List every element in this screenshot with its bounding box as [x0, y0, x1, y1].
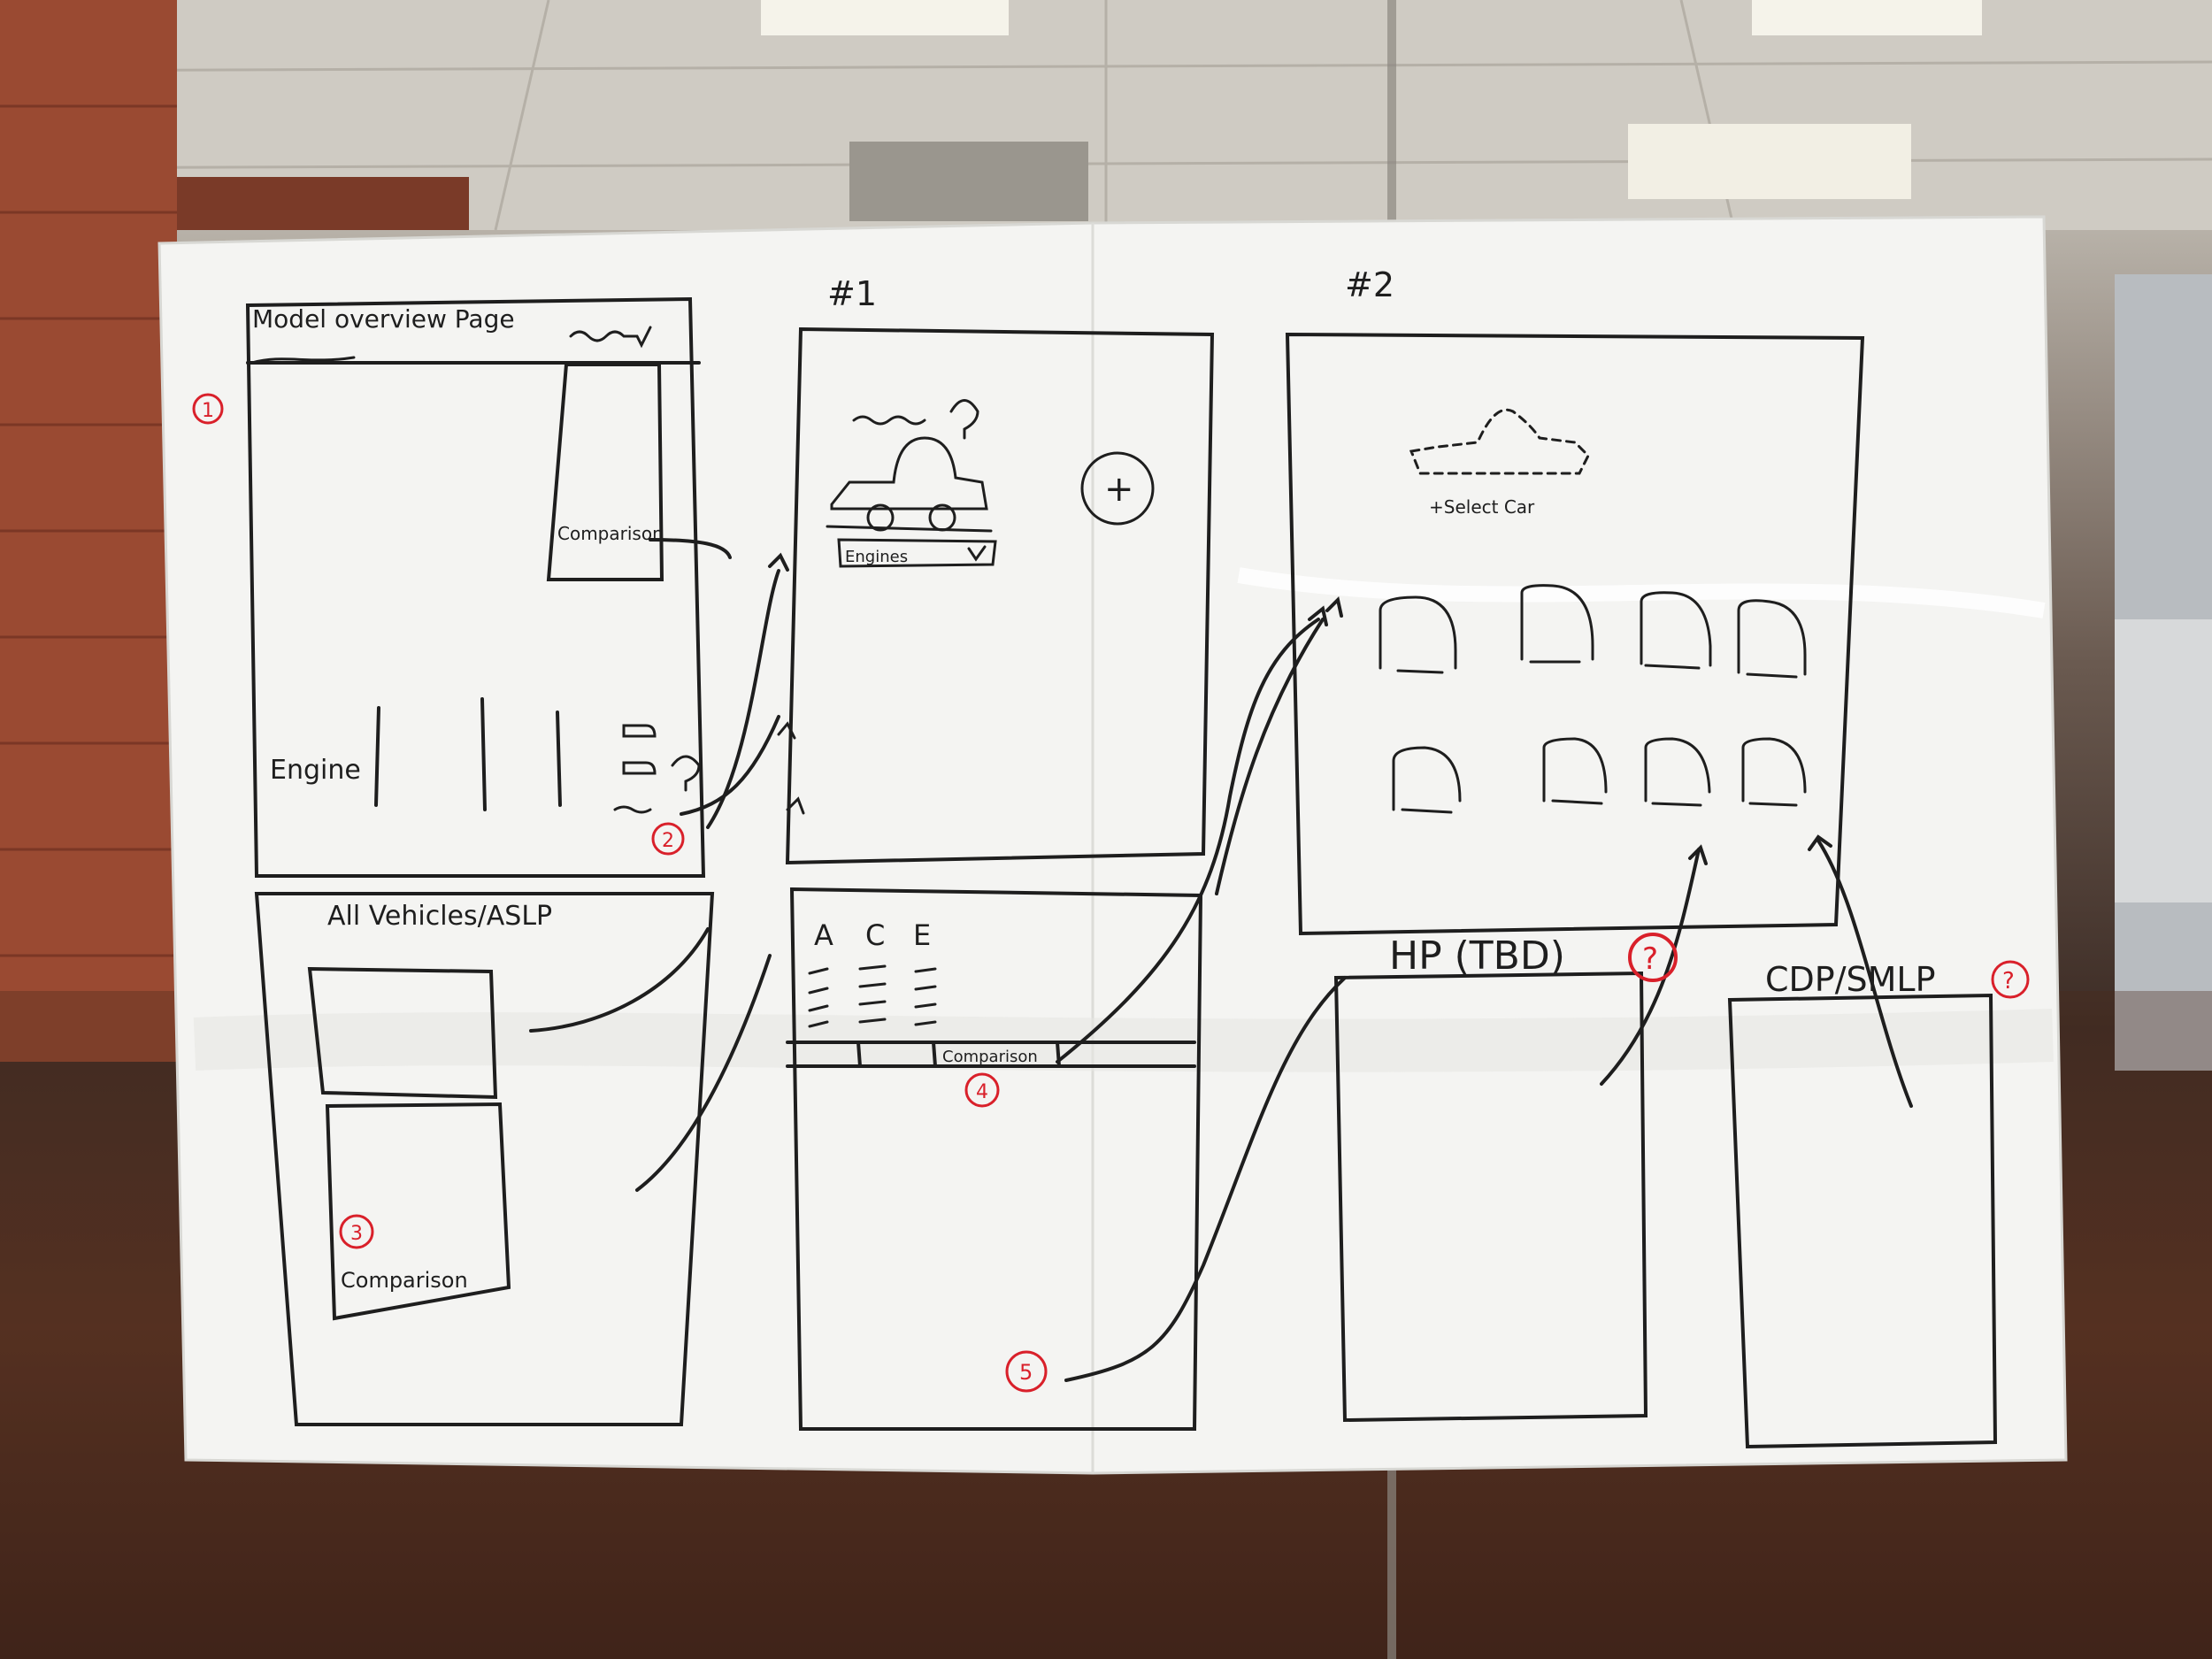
- ceiling-light: [761, 0, 1009, 35]
- marker-5: 5: [1019, 1360, 1033, 1385]
- sheet2-title: #1: [827, 274, 877, 313]
- sheet2-comparison-label: Comparison: [942, 1048, 1038, 1066]
- sheet3-cdp-title: CDP/SMLP: [1765, 960, 1936, 999]
- ceiling-vent: [849, 142, 1088, 221]
- cdp-question-circle: [1991, 960, 2030, 999]
- marker-3: 3: [350, 1223, 363, 1245]
- sheet3-hp-title: HP (TBD): [1389, 933, 1565, 979]
- sketch-option-2: [1215, 332, 1998, 1449]
- labels-option-1: #1 Engines + A C E Comparison 4 5: [814, 274, 1134, 1393]
- sheet1-lower-comparison: Comparison: [341, 1268, 468, 1293]
- sheet3-cdp-question: ?: [2002, 968, 2015, 995]
- sketch-model-overview: [245, 296, 780, 1426]
- marker-3-circle: [339, 1214, 374, 1249]
- marker-1-circle: [192, 393, 224, 425]
- sheet2-col-c: C: [865, 918, 885, 952]
- labels-model-overview: Model overview Page Comparison Engine 1 …: [192, 304, 685, 1293]
- sheet2-col-e: E: [913, 918, 931, 952]
- sheet2-engines-label: Engines: [845, 548, 908, 566]
- ceiling-light: [1628, 124, 1911, 199]
- sketch-option-1: [706, 326, 1347, 1431]
- sheet3-title: #2: [1345, 265, 1394, 304]
- sheet1-title: Model overview Page: [252, 304, 515, 334]
- hp-question-circle: [1628, 933, 1678, 982]
- marker-4-circle: [964, 1072, 1000, 1108]
- marker-5-circle: [1005, 1350, 1048, 1393]
- labels-option-2: #2 +Select Car HP (TBD) ? CDP/SMLP ?: [1345, 265, 2030, 999]
- marker-4: 4: [976, 1081, 988, 1103]
- sheet1-comparison-label: Comparison: [557, 523, 664, 544]
- sheet3-select-car: +Select Car: [1429, 496, 1535, 518]
- marker-1: 1: [202, 400, 214, 422]
- ceiling-light: [1752, 0, 1982, 35]
- sheet1-lower-title: All Vehicles/ASLP: [327, 901, 552, 932]
- marker-2-circle: [651, 822, 685, 856]
- marker-2: 2: [662, 830, 674, 852]
- sheet3-hp-question: ?: [1642, 941, 1658, 977]
- sheet1-engine-label: Engine: [270, 755, 361, 786]
- sheet2-col-a: A: [814, 918, 833, 952]
- sheet2-plus: +: [1104, 469, 1134, 510]
